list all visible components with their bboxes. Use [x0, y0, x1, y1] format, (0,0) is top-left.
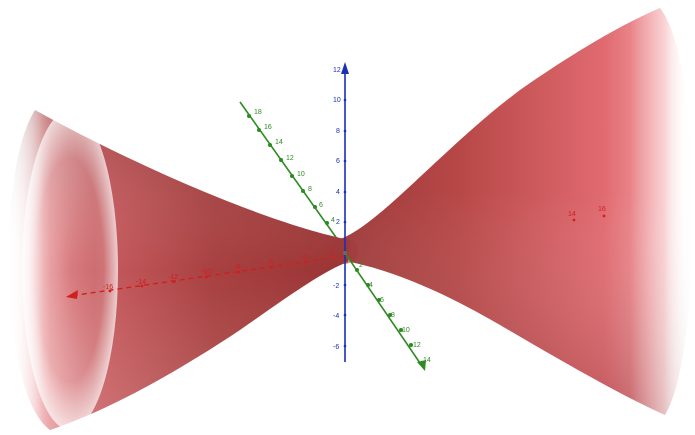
y-tick-label: 6 — [319, 202, 323, 209]
z-tick-label: 10 — [333, 97, 341, 104]
z-tick-label: 6 — [336, 158, 340, 165]
y-tick-label: 4 — [331, 217, 335, 224]
y-tick-label: 16 — [264, 124, 272, 131]
y-axis: 18 16 14 12 10 8 6 4 2 4 6 8 10 12 14 — [247, 109, 431, 371]
x-axis: -16 -14 -12 -10 -8 -6 -4 -2 14 16 — [66, 206, 606, 299]
hyperboloid-waist — [330, 238, 358, 264]
x-tick-label: 16 — [598, 206, 606, 213]
z-tick-label: 8 — [336, 128, 340, 135]
y-tick-label: 8 — [308, 186, 312, 193]
y-tick-label: 2 — [359, 262, 363, 269]
y-tick-label: 6 — [380, 297, 384, 304]
x-tick-label: -4 — [300, 254, 306, 261]
z-axis-arrowhead — [341, 62, 349, 74]
y-tick-label: 10 — [297, 171, 305, 178]
z-tick-label: -4 — [333, 313, 339, 320]
y-tick-label: 14 — [275, 139, 283, 146]
right-sheet-fade — [630, 0, 695, 435]
origin-point — [343, 251, 347, 255]
z-axis-ticks — [343, 98, 347, 348]
y-tick-label: 10 — [402, 327, 410, 334]
x-tick-label: -10 — [201, 269, 211, 276]
x-tick-label: -12 — [168, 274, 178, 281]
x-tick-label: -16 — [103, 284, 113, 291]
y-axis-ticks-back — [247, 114, 329, 225]
z-axis: 12 10 8 6 4 2 -2 -4 -6 — [333, 62, 349, 362]
z-tick-label: 4 — [336, 189, 340, 196]
x-tick-label: -8 — [234, 264, 240, 271]
z-tick-label: -6 — [333, 344, 339, 351]
hyperboloid-left-sheet — [0, 0, 350, 435]
x-axis-ticks — [108, 214, 606, 293]
right-sheet-shade — [338, 8, 693, 415]
y-tick-label: 12 — [413, 342, 421, 349]
x-tick-label: 14 — [568, 211, 576, 218]
y-tick-label: 18 — [254, 109, 262, 116]
x-tick-label: -14 — [136, 279, 146, 286]
y-axis-arrowhead — [417, 360, 426, 371]
z-tick-label: -2 — [333, 283, 339, 290]
hyperboloid-right-sheet — [338, 0, 695, 435]
x-tick-label: -2 — [327, 250, 333, 257]
y-tick-label: 12 — [286, 155, 294, 162]
y-tick-label: 8 — [391, 312, 395, 319]
y-axis-ticks-front — [355, 268, 413, 347]
x-axis-arrowhead — [66, 290, 78, 299]
z-tick-label: 12 — [333, 67, 341, 74]
z-tick-label: 2 — [336, 219, 340, 226]
y-tick-label: 4 — [369, 282, 373, 289]
left-sheet-fade — [0, 0, 50, 435]
y-tick-label: 14 — [423, 357, 431, 364]
x-tick-label: -6 — [267, 259, 273, 266]
